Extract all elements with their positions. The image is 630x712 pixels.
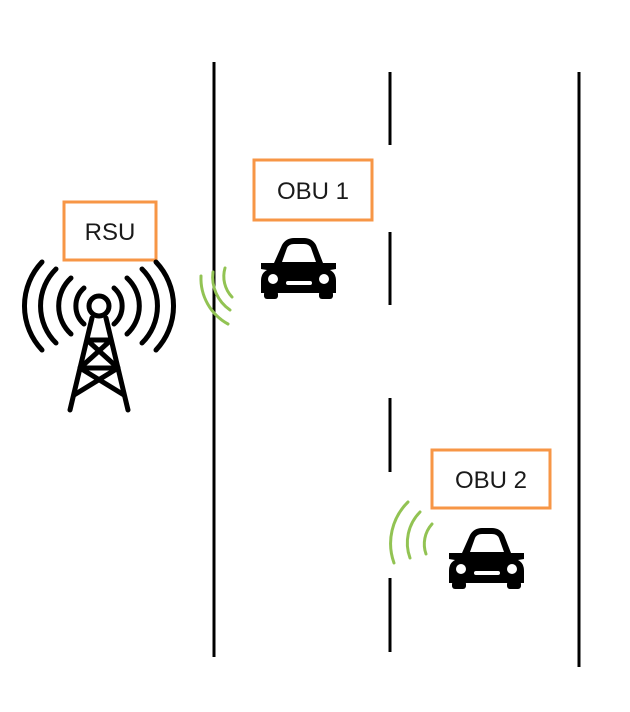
rsu-label: RSU: [62, 200, 158, 262]
obu2-signal-icon: [389, 500, 434, 565]
obu1-signal-icon: [199, 266, 234, 326]
obu2-label-text: OBU 2: [455, 467, 527, 494]
obu1-label: OBU 1: [252, 158, 374, 222]
radio-tower-icon: [22, 259, 176, 413]
obu2-car-icon: [449, 528, 524, 589]
obu2-label: OBU 2: [430, 448, 552, 510]
rsu-label-text: RSU: [85, 219, 136, 246]
obu1-car-icon: [261, 238, 336, 299]
obu1-label-text: OBU 1: [277, 178, 349, 205]
